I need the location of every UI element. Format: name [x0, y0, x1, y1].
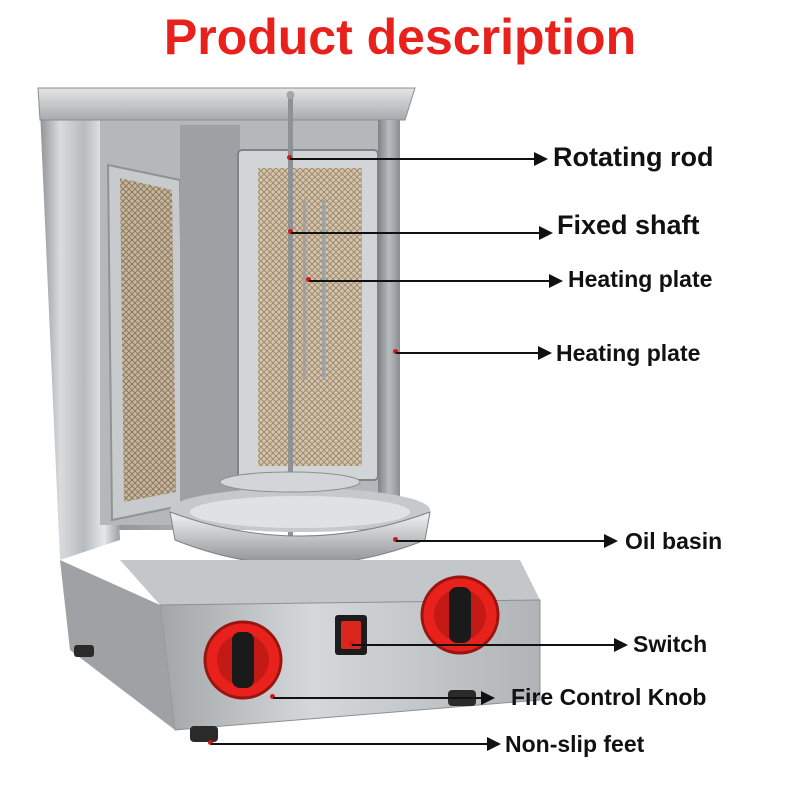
right-fire-knob: [420, 575, 500, 655]
left-heating-plate: [106, 163, 187, 522]
page-title: Product description: [163, 9, 637, 65]
power-switch: [335, 615, 367, 655]
label-rotating-rod: Rotating rod: [553, 142, 714, 172]
fixed-shaft: [303, 200, 306, 380]
label-oil-basin: Oil basin: [625, 528, 723, 554]
left-fire-knob: [203, 620, 283, 700]
label-non-slip-feet: Non-slip feet: [505, 731, 645, 757]
top-lid: [37, 87, 416, 121]
right-heating-plate: [237, 149, 379, 481]
label-switch: Switch: [633, 631, 708, 657]
label-fire-control-knob: Fire Control Knob: [511, 684, 707, 710]
label-fixed-shaft: Fixed shaft: [557, 210, 700, 240]
label-heating-plate-2: Heating plate: [556, 340, 701, 366]
label-heating-plate-1: Heating plate: [568, 266, 713, 292]
rotating-rod: [288, 95, 293, 545]
foot-left: [190, 726, 218, 742]
oil-basin-shape: [169, 471, 431, 566]
